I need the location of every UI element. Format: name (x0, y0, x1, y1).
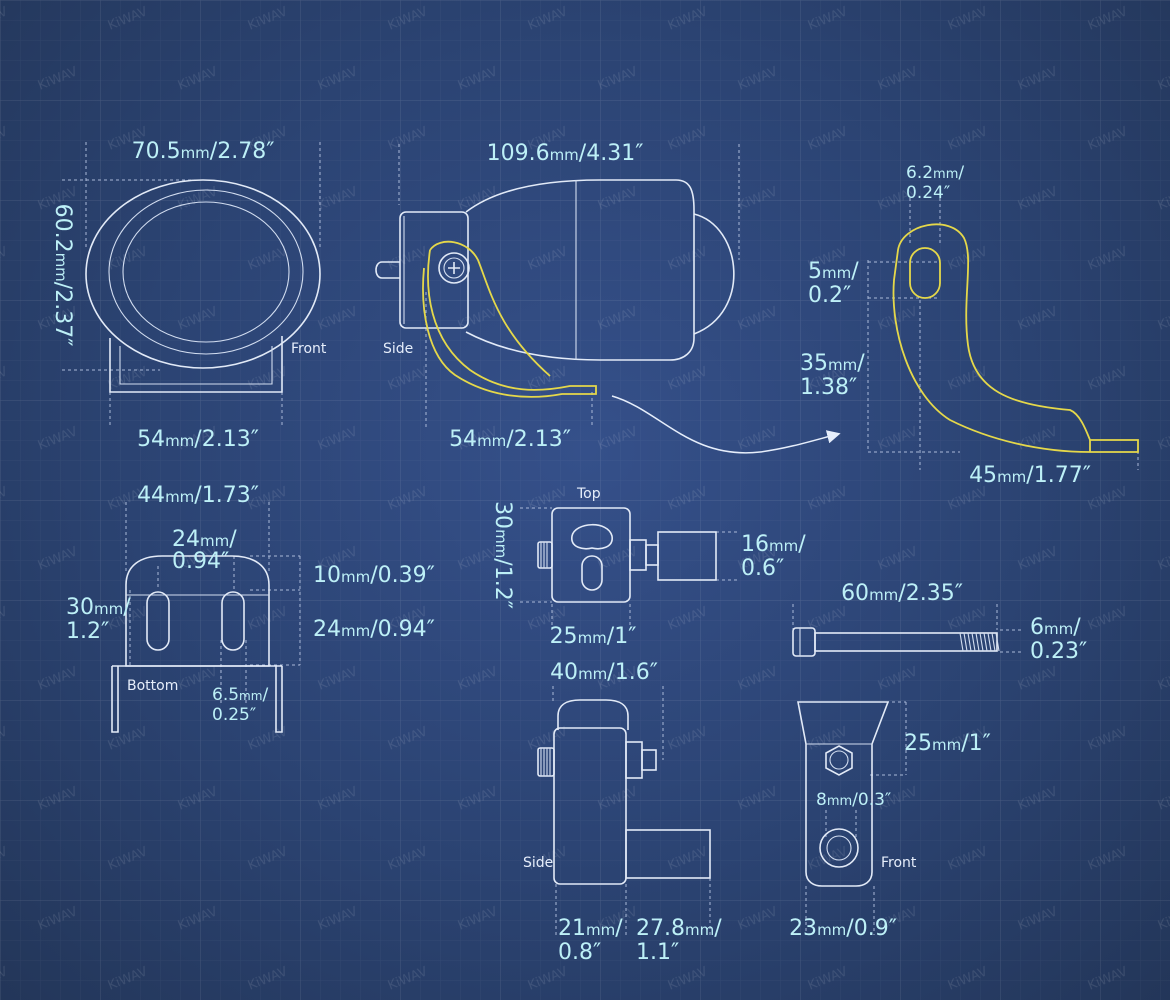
dim-side-base: 54mm/2.13″ (449, 427, 571, 452)
watermark-text: KiWAV (0, 604, 10, 633)
dim-bracket-slot-length: 5mm/0.2″ (808, 259, 859, 308)
dim-bracket-foot: 45mm/1.77″ (969, 463, 1091, 488)
dim-bottom-top-gap: 10mm/0.39″ (313, 563, 435, 588)
lamp-front-view (62, 142, 321, 428)
dim-front-height: 60.2mm/2.37″ (50, 204, 75, 347)
watermark-text: KiWAV (0, 124, 10, 153)
dim-front-width-top: 70.5mm/2.78″ (132, 139, 275, 164)
dim-clamp-side-tab: 27.8mm/1.1″ (636, 916, 722, 965)
label-side-lamp: Side (383, 341, 413, 357)
lamp-side-view (375, 144, 841, 454)
dim-bolt-length: 60mm/2.35″ (841, 581, 963, 606)
dim-bolt-dia: 6mm/0.23″ (1030, 615, 1087, 664)
dim-front-width-base: 54mm/2.13″ (137, 427, 259, 452)
bolt-view (792, 604, 1024, 657)
clamp-top-view (520, 507, 740, 630)
dim-side-length: 109.6mm/4.31″ (487, 141, 644, 166)
dimension-labels: 70.5mm/2.78″ 60.2mm/2.37″ 54mm/2.13″ 109… (50, 139, 1091, 965)
view-labels: Front Side Top Bottom Side Front (127, 341, 917, 871)
watermark-text: KiWAV (0, 4, 10, 33)
label-bottom: Bottom (127, 678, 178, 694)
dim-bottom-slot-height: 24mm/0.94″ (313, 617, 435, 642)
watermark-text: KiWAV (0, 724, 10, 753)
dim-bracket-height: 35mm/1.38″ (800, 351, 865, 400)
plate-front-view (797, 701, 907, 935)
bracket-detail (867, 198, 1139, 470)
watermark-text: KiWAV (0, 364, 10, 393)
watermark-text: KiWAV (0, 844, 10, 873)
dim-clamp-side-width: 40mm/1.6″ (550, 660, 658, 685)
dim-bottom-width: 44mm/1.73″ (137, 483, 259, 508)
dim-bottom-slot-width: 6.5mm/0.25″ (212, 685, 268, 725)
dim-plate-width: 23mm/0.9″ (789, 916, 897, 941)
dim-clamp-top-width: 25mm/1″ (550, 624, 637, 649)
label-side-clamp: Side (523, 855, 553, 871)
dim-clamp-top-bolt: 16mm/0.6″ (741, 532, 806, 581)
dim-plate-top: 25mm/1″ (904, 731, 991, 756)
label-top-clamp: Top (576, 486, 601, 502)
dim-clamp-top-height: 30mm/1.2″ (490, 501, 515, 609)
watermark-text: KiWAV (0, 244, 10, 273)
dim-plate-hole: 8mm/0.3″ (816, 790, 891, 810)
dim-bracket-slot-width: 6.2mm/0.24″ (906, 163, 964, 203)
dim-bottom-height: 30mm/1.2″ (66, 595, 131, 644)
bracket-bottom-view (111, 502, 301, 733)
clamp-side-view (537, 686, 711, 935)
watermark-text: KiWAV (0, 964, 10, 993)
dim-bottom-slot-space: 24mm/0.94″ (172, 527, 237, 574)
watermark-text: KiWAV (0, 484, 10, 513)
dim-clamp-side-body: 21mm/0.8″ (558, 916, 623, 965)
label-front-lamp: Front (291, 341, 327, 357)
label-front-plate: Front (881, 855, 917, 871)
